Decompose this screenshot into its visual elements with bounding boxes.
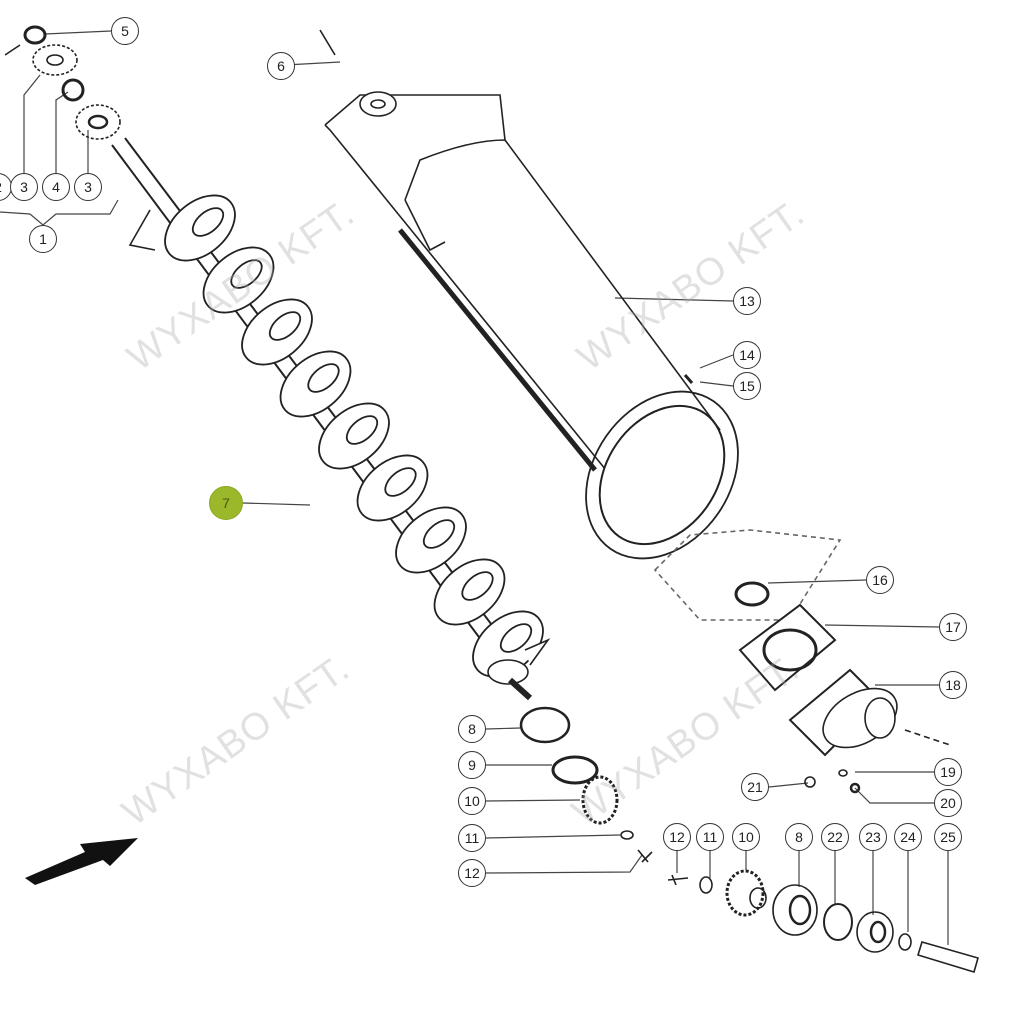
part-callout-12[interactable]: 12	[458, 859, 486, 887]
auger-tube	[319, 29, 739, 560]
gearbox-parts	[653, 529, 951, 794]
auger-end	[487, 638, 551, 701]
auger-flight-hole	[345, 415, 379, 445]
part-callout-5[interactable]: 5	[111, 17, 139, 45]
part-callout-15[interactable]: 15	[733, 372, 761, 400]
part-callout-10[interactable]: 10	[732, 823, 760, 851]
drive-parts-left	[519, 706, 653, 863]
part-callout-14[interactable]: 14	[733, 341, 761, 369]
part-callout-24[interactable]: 24	[894, 823, 922, 851]
part-callout-1[interactable]: 1	[29, 225, 57, 253]
part-callout-20[interactable]: 20	[934, 789, 962, 817]
part-callout-8[interactable]: 8	[458, 715, 486, 743]
auger-flight-hole	[422, 519, 456, 549]
part-callout-13[interactable]: 13	[733, 287, 761, 315]
auger-flighting	[164, 194, 544, 678]
part-callout-3[interactable]: 3	[74, 173, 102, 201]
auger-flight-hole	[230, 259, 263, 289]
part-callout-18[interactable]: 18	[939, 671, 967, 699]
part-callout-9[interactable]: 9	[458, 751, 486, 779]
part-callout-7[interactable]: 7	[209, 486, 243, 520]
part-callout-4[interactable]: 4	[42, 173, 70, 201]
part-callout-25[interactable]: 25	[934, 823, 962, 851]
direction-arrow	[25, 838, 138, 885]
part-callout-16[interactable]: 16	[866, 566, 894, 594]
part-callout-19[interactable]: 19	[934, 758, 962, 786]
auger-flight-hole	[268, 311, 302, 341]
part-callout-21[interactable]: 21	[741, 773, 769, 801]
part-callout-6[interactable]: 6	[267, 52, 295, 80]
drive-parts-right	[667, 869, 979, 974]
part-callout-17[interactable]: 17	[939, 613, 967, 641]
auger-flight-hole	[307, 363, 340, 393]
part-callout-11[interactable]: 11	[696, 823, 724, 851]
auger-flight-hole	[499, 623, 533, 653]
leader-lines	[0, 30, 949, 945]
part-callout-11[interactable]: 11	[458, 824, 486, 852]
auger-flight-hole	[461, 571, 494, 601]
auger-flight-hole	[384, 467, 417, 497]
part-callout-8[interactable]: 8	[785, 823, 813, 851]
end-bearing-parts	[4, 25, 121, 140]
part-callout-3[interactable]: 3	[10, 173, 38, 201]
part-callout-22[interactable]: 22	[821, 823, 849, 851]
part-callout-10[interactable]: 10	[458, 787, 486, 815]
auger-flight-hole	[191, 207, 225, 237]
part-callout-12[interactable]: 12	[663, 823, 691, 851]
part-callout-23[interactable]: 23	[859, 823, 887, 851]
